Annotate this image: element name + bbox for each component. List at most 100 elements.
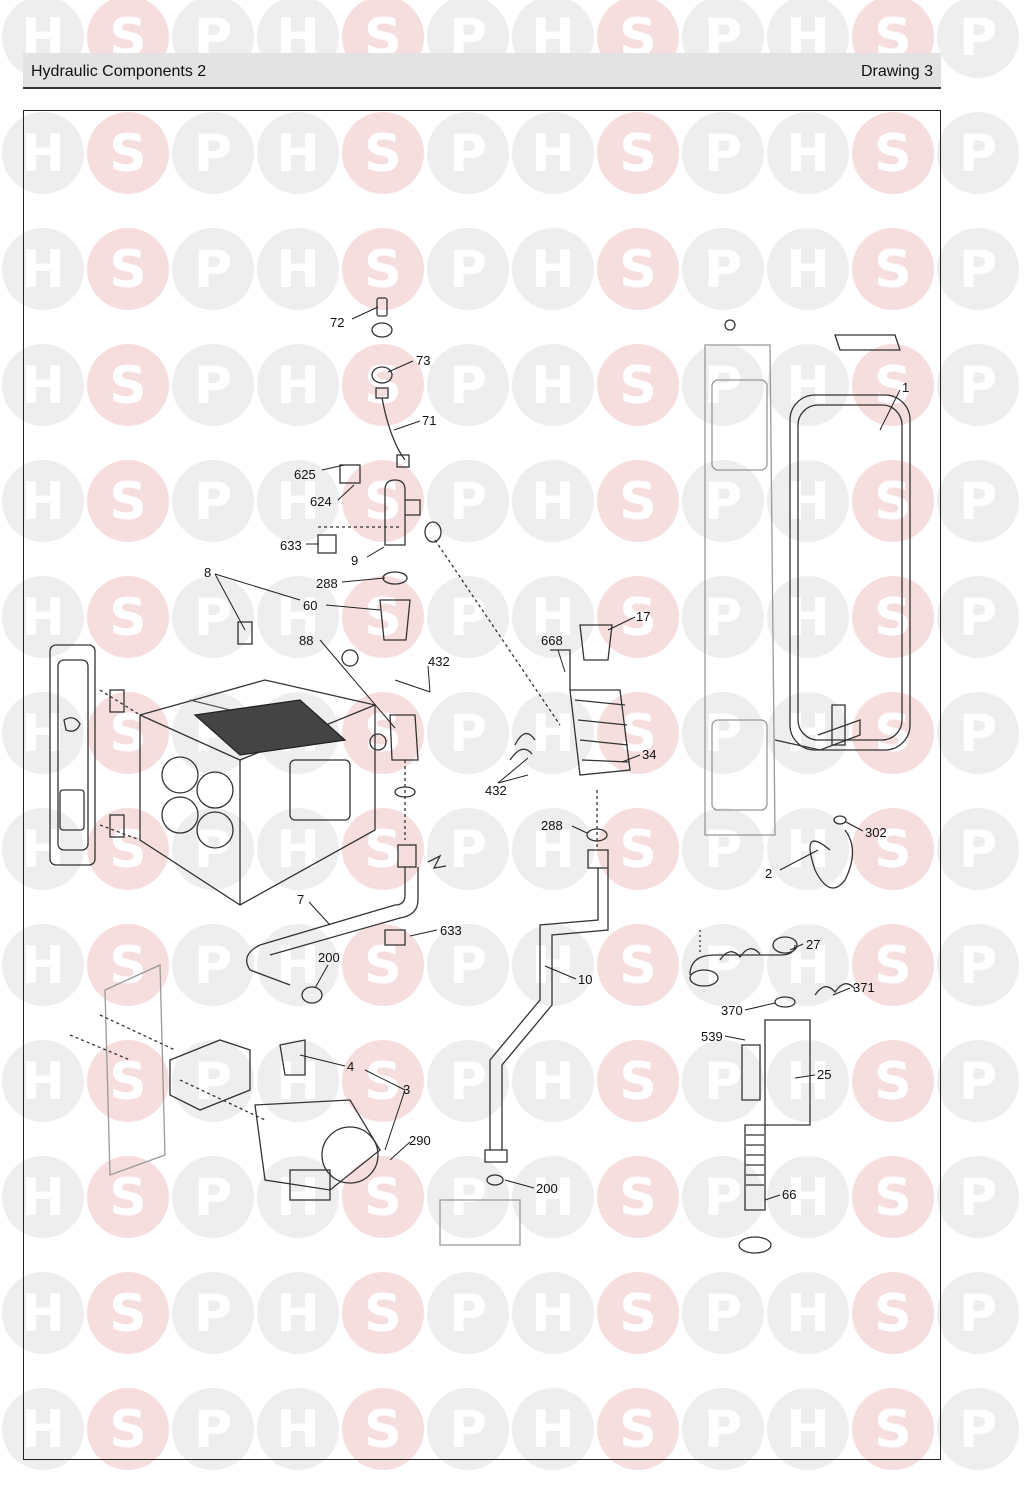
- callout-668: 668: [541, 633, 563, 648]
- watermark-letter: H: [276, 1168, 320, 1228]
- watermark-circle: [937, 344, 1019, 426]
- watermark-letter: S: [109, 1168, 146, 1228]
- watermark-circle: [342, 228, 424, 310]
- watermark-circle: [512, 576, 594, 658]
- watermark-circle: [87, 1156, 169, 1238]
- watermark-circle: [597, 344, 679, 426]
- watermark-circle: [2, 576, 84, 658]
- watermark-letter: S: [364, 1052, 401, 1112]
- callout-371: 371: [853, 980, 875, 995]
- watermark-circle: [87, 460, 169, 542]
- watermark-letter: H: [786, 124, 830, 184]
- callout-27: 27: [806, 937, 820, 952]
- watermark-letter: P: [959, 704, 997, 764]
- callout-7: 7: [297, 892, 304, 907]
- watermark-letter: H: [531, 356, 575, 416]
- watermark-letter: P: [194, 1400, 232, 1460]
- watermark-letter: P: [704, 1284, 742, 1344]
- flow-pipe-stack: [246, 571, 447, 1004]
- callout-432-left: 432: [428, 654, 450, 669]
- watermark-letter: H: [531, 1284, 575, 1344]
- watermark-circle: [257, 228, 339, 310]
- watermark-circle: [512, 808, 594, 890]
- watermark-letter: S: [619, 356, 656, 416]
- watermark-circle: [767, 1040, 849, 1122]
- callout-302: 302: [865, 825, 887, 840]
- heat-exchanger-part: [99, 621, 376, 906]
- watermark-letter: H: [786, 1284, 830, 1344]
- watermark-circle: [172, 1388, 254, 1470]
- watermark-letter: H: [531, 240, 575, 300]
- watermark-letter: S: [109, 1400, 146, 1460]
- watermark-circle: [427, 1388, 509, 1470]
- siphon-assembly: [689, 930, 856, 1254]
- watermark-circle: [852, 112, 934, 194]
- watermark-circle: [87, 576, 169, 658]
- watermark-letter: P: [704, 1052, 742, 1112]
- watermark-letter: P: [959, 1400, 997, 1460]
- watermark-letter: P: [704, 936, 742, 996]
- watermark-letter: S: [874, 936, 911, 996]
- watermark-circle: [342, 576, 424, 658]
- watermark-letter: P: [449, 704, 487, 764]
- watermark-letter: P: [704, 240, 742, 300]
- watermark-letter: S: [109, 124, 146, 184]
- watermark-circle: [342, 692, 424, 774]
- watermark-circle: [427, 344, 509, 426]
- watermark-letter: H: [531, 936, 575, 996]
- watermark-letter: H: [786, 588, 830, 648]
- watermark-letter: S: [364, 936, 401, 996]
- watermark-letter: H: [786, 1052, 830, 1112]
- watermark-circle: [852, 1272, 934, 1354]
- watermark-letter: H: [531, 588, 575, 648]
- watermark-circle: [937, 1388, 1019, 1470]
- watermark-circle: [172, 576, 254, 658]
- watermark-circle: [937, 228, 1019, 310]
- watermark-letter: S: [364, 1400, 401, 1460]
- watermark-circle: [257, 460, 339, 542]
- watermark-circle: [937, 924, 1019, 1006]
- watermark-letter: S: [874, 124, 911, 184]
- watermark-circle: [172, 1040, 254, 1122]
- watermark-letter: S: [619, 588, 656, 648]
- watermark-letter: H: [531, 820, 575, 880]
- watermark-letter: P: [449, 1400, 487, 1460]
- watermark-letter: H: [21, 472, 65, 532]
- callout-8: 8: [204, 565, 211, 580]
- watermark-circle: [767, 1156, 849, 1238]
- watermark-letter: S: [619, 1168, 656, 1228]
- watermark-letter: P: [449, 1284, 487, 1344]
- watermark-circle: [682, 1040, 764, 1122]
- watermark-letter: S: [109, 472, 146, 532]
- callout-288-upper: 288: [316, 576, 338, 591]
- watermark-circle: [427, 228, 509, 310]
- diverter-assembly: [439, 624, 631, 1246]
- watermark-letter: P: [194, 472, 232, 532]
- watermark-letter: P: [449, 124, 487, 184]
- watermark-letter: P: [449, 240, 487, 300]
- watermark-letter: H: [531, 1052, 575, 1112]
- watermark-letter: P: [959, 1284, 997, 1344]
- watermark-letter: P: [194, 1284, 232, 1344]
- callout-633-lower: 633: [440, 923, 462, 938]
- watermark-circle: [512, 228, 594, 310]
- watermark-circle: [597, 1388, 679, 1470]
- watermark-letter: P: [959, 472, 997, 532]
- watermark-letter: P: [704, 588, 742, 648]
- watermark-circle: [937, 112, 1019, 194]
- watermark-circle: [172, 460, 254, 542]
- watermark-circle: [427, 460, 509, 542]
- callout-66: 66: [782, 1187, 796, 1202]
- watermark-circle: [852, 1156, 934, 1238]
- callout-9: 9: [351, 553, 358, 568]
- callout-3: 3: [403, 1082, 410, 1097]
- watermark-letter: S: [874, 1168, 911, 1228]
- watermark-circle: [342, 1272, 424, 1354]
- watermark-letter: S: [874, 1400, 911, 1460]
- watermark-circle: [172, 1156, 254, 1238]
- watermark-circle: [427, 1040, 509, 1122]
- watermark-circle: [2, 344, 84, 426]
- watermark-circle: [257, 344, 339, 426]
- watermark-letter: P: [704, 124, 742, 184]
